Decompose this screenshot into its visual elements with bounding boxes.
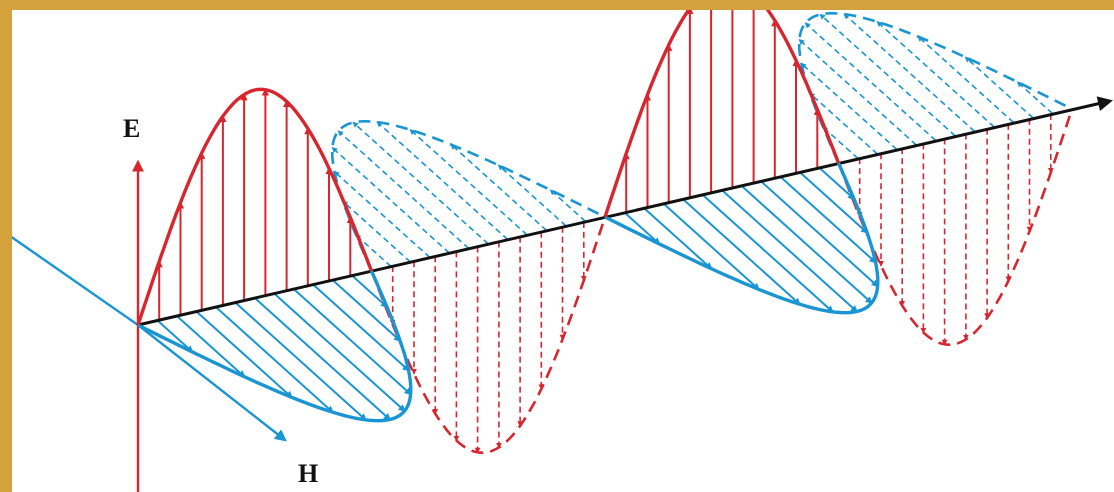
h-field-vectors-front [156,166,879,421]
h-field-vector [156,319,194,353]
h-field-vector [818,166,856,200]
h-axis-arrow [137,324,287,442]
h-field-vector [312,283,410,372]
h-field-vector [662,202,760,291]
h-field-vector [721,189,858,313]
h-field-back-vector [352,121,489,245]
propagation-axis [137,96,1113,327]
h-field-back-vector [331,147,450,254]
h-field-back-vector [822,126,859,160]
h-field-back-vector [337,130,470,250]
h-field-vector [760,180,879,288]
diagram-panel: E H [12,10,1114,492]
h-field-back-vector [876,21,995,128]
h-field-back-vector [917,35,1015,124]
e-field-curve-back [370,108,1074,455]
h-field-vector [623,211,661,245]
e-field-vectors-front [155,10,821,321]
h-field-vector [293,288,412,396]
h-field-back-vector [964,56,1034,119]
e-field-label: E [123,114,140,143]
h-field-vector [195,310,293,399]
h-field-back-vector [819,13,956,137]
h-field-vector [234,301,367,421]
h-axis-back-line [12,235,139,326]
h-field-vector [643,207,713,270]
h-field-back-vector [809,92,878,155]
h-field-vectors-back [331,13,1054,268]
h-field-back-vector [804,22,937,142]
h-field-back-vector [843,13,976,133]
h-field-vector [176,315,246,378]
h-field-back-vector [376,121,509,241]
h-field-back-vector [450,143,548,232]
h-field-back-vector [409,129,528,236]
h-field-back-vector [798,39,917,146]
h-field-vector [351,274,389,308]
h-field-vector [740,184,873,304]
h-field-vector [779,175,877,264]
e-field-vectors-back [389,113,1054,454]
h-field-back-vector [497,164,567,227]
em-wave-diagram: E H [12,10,1113,492]
h-field-curve-back [330,12,1073,272]
h-field-vector [798,171,869,234]
h-field-vector [331,279,402,342]
h-field-vector [215,306,334,414]
h-field-back-vector [1016,81,1054,115]
h-field-vector [701,193,834,313]
h-field-vector [273,292,406,412]
h-field-vector [254,297,391,421]
h-field-label: H [298,459,318,488]
e-field-curve-front [136,10,841,326]
h-field-back-vector [549,189,587,223]
h-field-vector [682,198,801,306]
h-field-back-vector [333,170,431,259]
h-field-back-vector [800,62,898,151]
h-field-back-vector [355,234,392,268]
h-field-curve-front [137,162,880,423]
h-field-back-vector [342,200,411,263]
